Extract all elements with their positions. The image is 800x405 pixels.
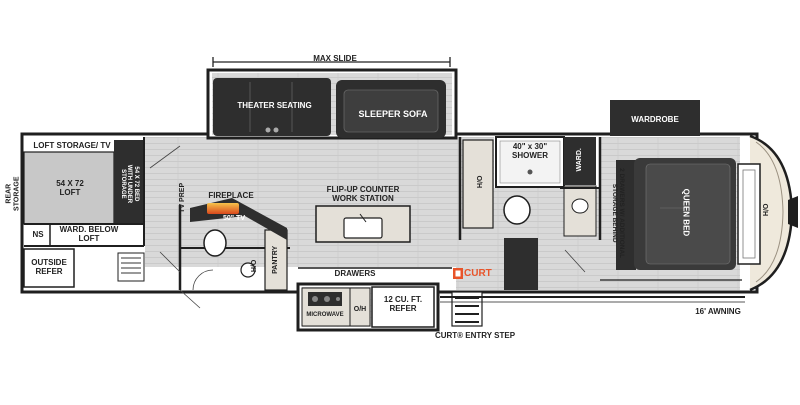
living-slide — [206, 68, 458, 140]
wardrobe-label: WARDROBE — [631, 115, 679, 124]
loft-storage-label: LOFT STORAGE/ TV — [33, 141, 111, 150]
flip-up-counter-label: FLIP-UP COUNTER WORK STATION — [326, 185, 400, 203]
ward-below-loft-label: WARD. BELOW LOFT — [59, 225, 119, 243]
curt-entry-step-label: CURT® ENTRY STEP — [434, 331, 516, 340]
ns-label: NS — [32, 230, 44, 239]
sleeper-sofa-label: SLEEPER SOFA — [358, 109, 428, 119]
rear-loft-area — [23, 137, 181, 288]
pantry-label: PANTRY — [272, 245, 280, 274]
front-cap — [737, 134, 798, 292]
max-slide-label: MAX SLIDE — [313, 54, 357, 63]
oh-kitchen-label: O/H — [353, 306, 367, 313]
wardrobe — [610, 100, 700, 136]
drawers-label: DRAWERS — [334, 269, 376, 278]
drawers-storage-label: 2 DRAWERS W/ ADDITIONAL STORAGE BEHIND — [611, 168, 626, 259]
rear-storage-label: REAR STORAGE — [5, 176, 20, 211]
tv-prep-label: TV PREP — [179, 182, 187, 213]
fireplace-label: FIREPLACE — [208, 191, 254, 200]
awning-label: 16' AWNING — [695, 307, 741, 316]
awning — [440, 296, 745, 303]
loft-label: 54 X 72 LOFT — [56, 179, 84, 197]
oh-front-label: O/H — [760, 203, 768, 217]
microwave-label: MICROWAVE — [306, 312, 344, 318]
entry-door-swing — [179, 289, 201, 309]
front-bath — [458, 136, 602, 290]
max-slide-dimension — [212, 57, 451, 67]
oh-bath-label: O/H — [474, 175, 482, 189]
queen-bed — [600, 158, 742, 281]
fireplace-flame-icon — [207, 203, 239, 214]
refer-12-label: 12 CU. FT. REFER — [383, 295, 423, 313]
curt-logo — [453, 268, 463, 279]
ward-bath-label: WARD. — [576, 148, 584, 172]
bedroom-slide — [610, 100, 745, 136]
theater-seating-label: THEATER SEATING — [237, 101, 312, 110]
outside-refer-label: OUTSIDE REFER — [31, 258, 67, 276]
kitchen-slide — [296, 267, 452, 332]
curt-brand-label: CURT — [464, 268, 492, 279]
queen-bed-label: QUEEN BED — [681, 188, 691, 237]
fireplace-unit — [190, 198, 287, 240]
ho-left-label: H/O — [251, 259, 259, 273]
flip-up-counter-island — [315, 205, 411, 243]
shower-label: 40" x 30" SHOWER — [512, 142, 548, 160]
bed-with-storage-label: 54 X 72 BED WITH UNDER STORAGE — [119, 164, 139, 204]
theater-seating — [213, 78, 331, 136]
tv-50-label: 50" TV — [223, 215, 245, 222]
